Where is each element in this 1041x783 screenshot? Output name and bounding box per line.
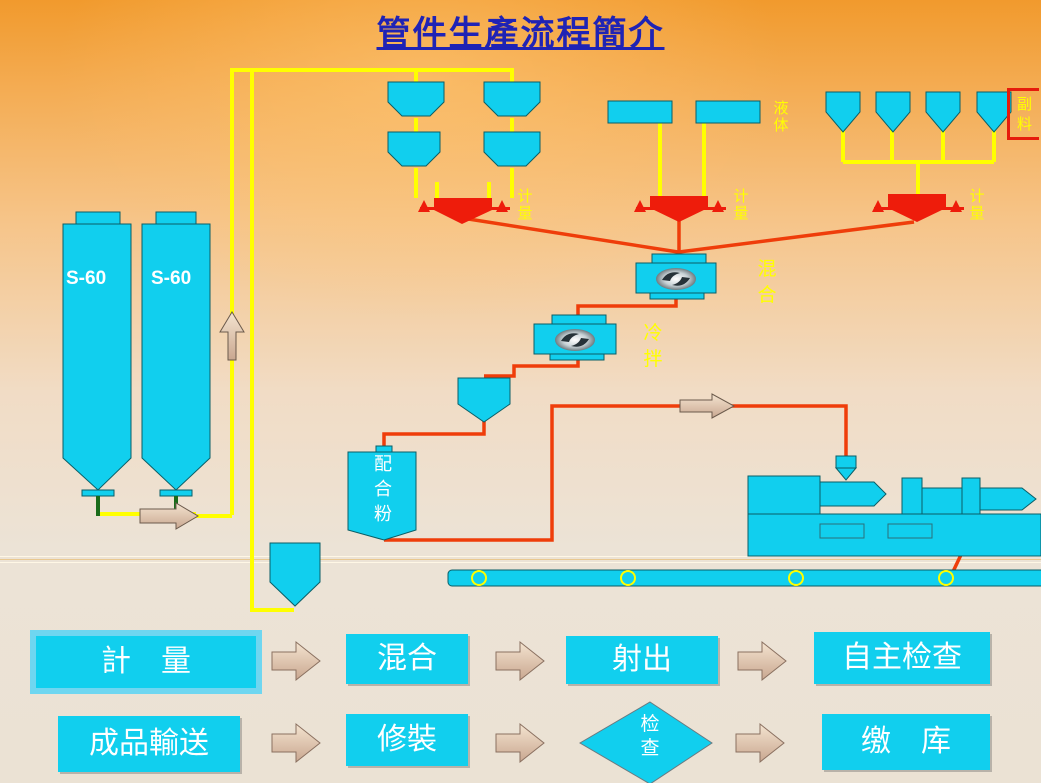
flow-arrows	[139, 311, 736, 530]
divider-line	[0, 559, 1041, 560]
auxiliary-hoppers	[825, 91, 1012, 133]
compound-powder-label: 配 合 粉	[374, 454, 392, 525]
step-transport: 成品輸送	[58, 716, 240, 772]
silo-label: S-60	[66, 268, 107, 289]
metering-label: 计量	[733, 187, 749, 222]
step-arrows	[271, 640, 787, 764]
silo-label: S-60	[151, 268, 192, 289]
metering-label: 计量	[517, 187, 533, 222]
hot-mixer	[635, 253, 717, 300]
step-inspection: 检查	[640, 713, 660, 759]
step-mixing: 混合	[346, 634, 468, 684]
step-storage: 缴 库	[822, 714, 990, 770]
liquid-tanks	[607, 100, 761, 124]
step-finishing: 修裝	[346, 714, 468, 766]
auxiliary-label: 副料	[1007, 88, 1039, 140]
powder-hopper	[457, 377, 511, 423]
raw-material-hoppers	[387, 81, 541, 167]
divider-line	[0, 556, 1041, 557]
mixing-label: 混合	[757, 258, 777, 306]
cooling-mixer	[533, 314, 617, 361]
step-injection: 射出	[566, 636, 718, 684]
injection-machine	[747, 455, 1041, 557]
cooling-label: 冷拌	[643, 322, 663, 370]
conveyor-belt	[447, 569, 1041, 587]
divider-line	[0, 562, 1041, 563]
red-process-lines	[382, 216, 970, 579]
liquid-label: 液体	[773, 99, 789, 134]
transfer-hopper	[269, 542, 321, 607]
silos	[62, 211, 211, 497]
step-self-inspection: 自主检查	[814, 632, 990, 684]
page-title: 管件生產流程簡介	[376, 14, 665, 54]
inspection-diamond	[579, 701, 713, 783]
step-metering: 計 量	[36, 636, 256, 688]
yellow-feed-lines	[100, 68, 996, 612]
metering-scales	[418, 194, 964, 224]
compound-powder-tank	[347, 445, 417, 541]
metering-label: 计量	[969, 187, 985, 222]
